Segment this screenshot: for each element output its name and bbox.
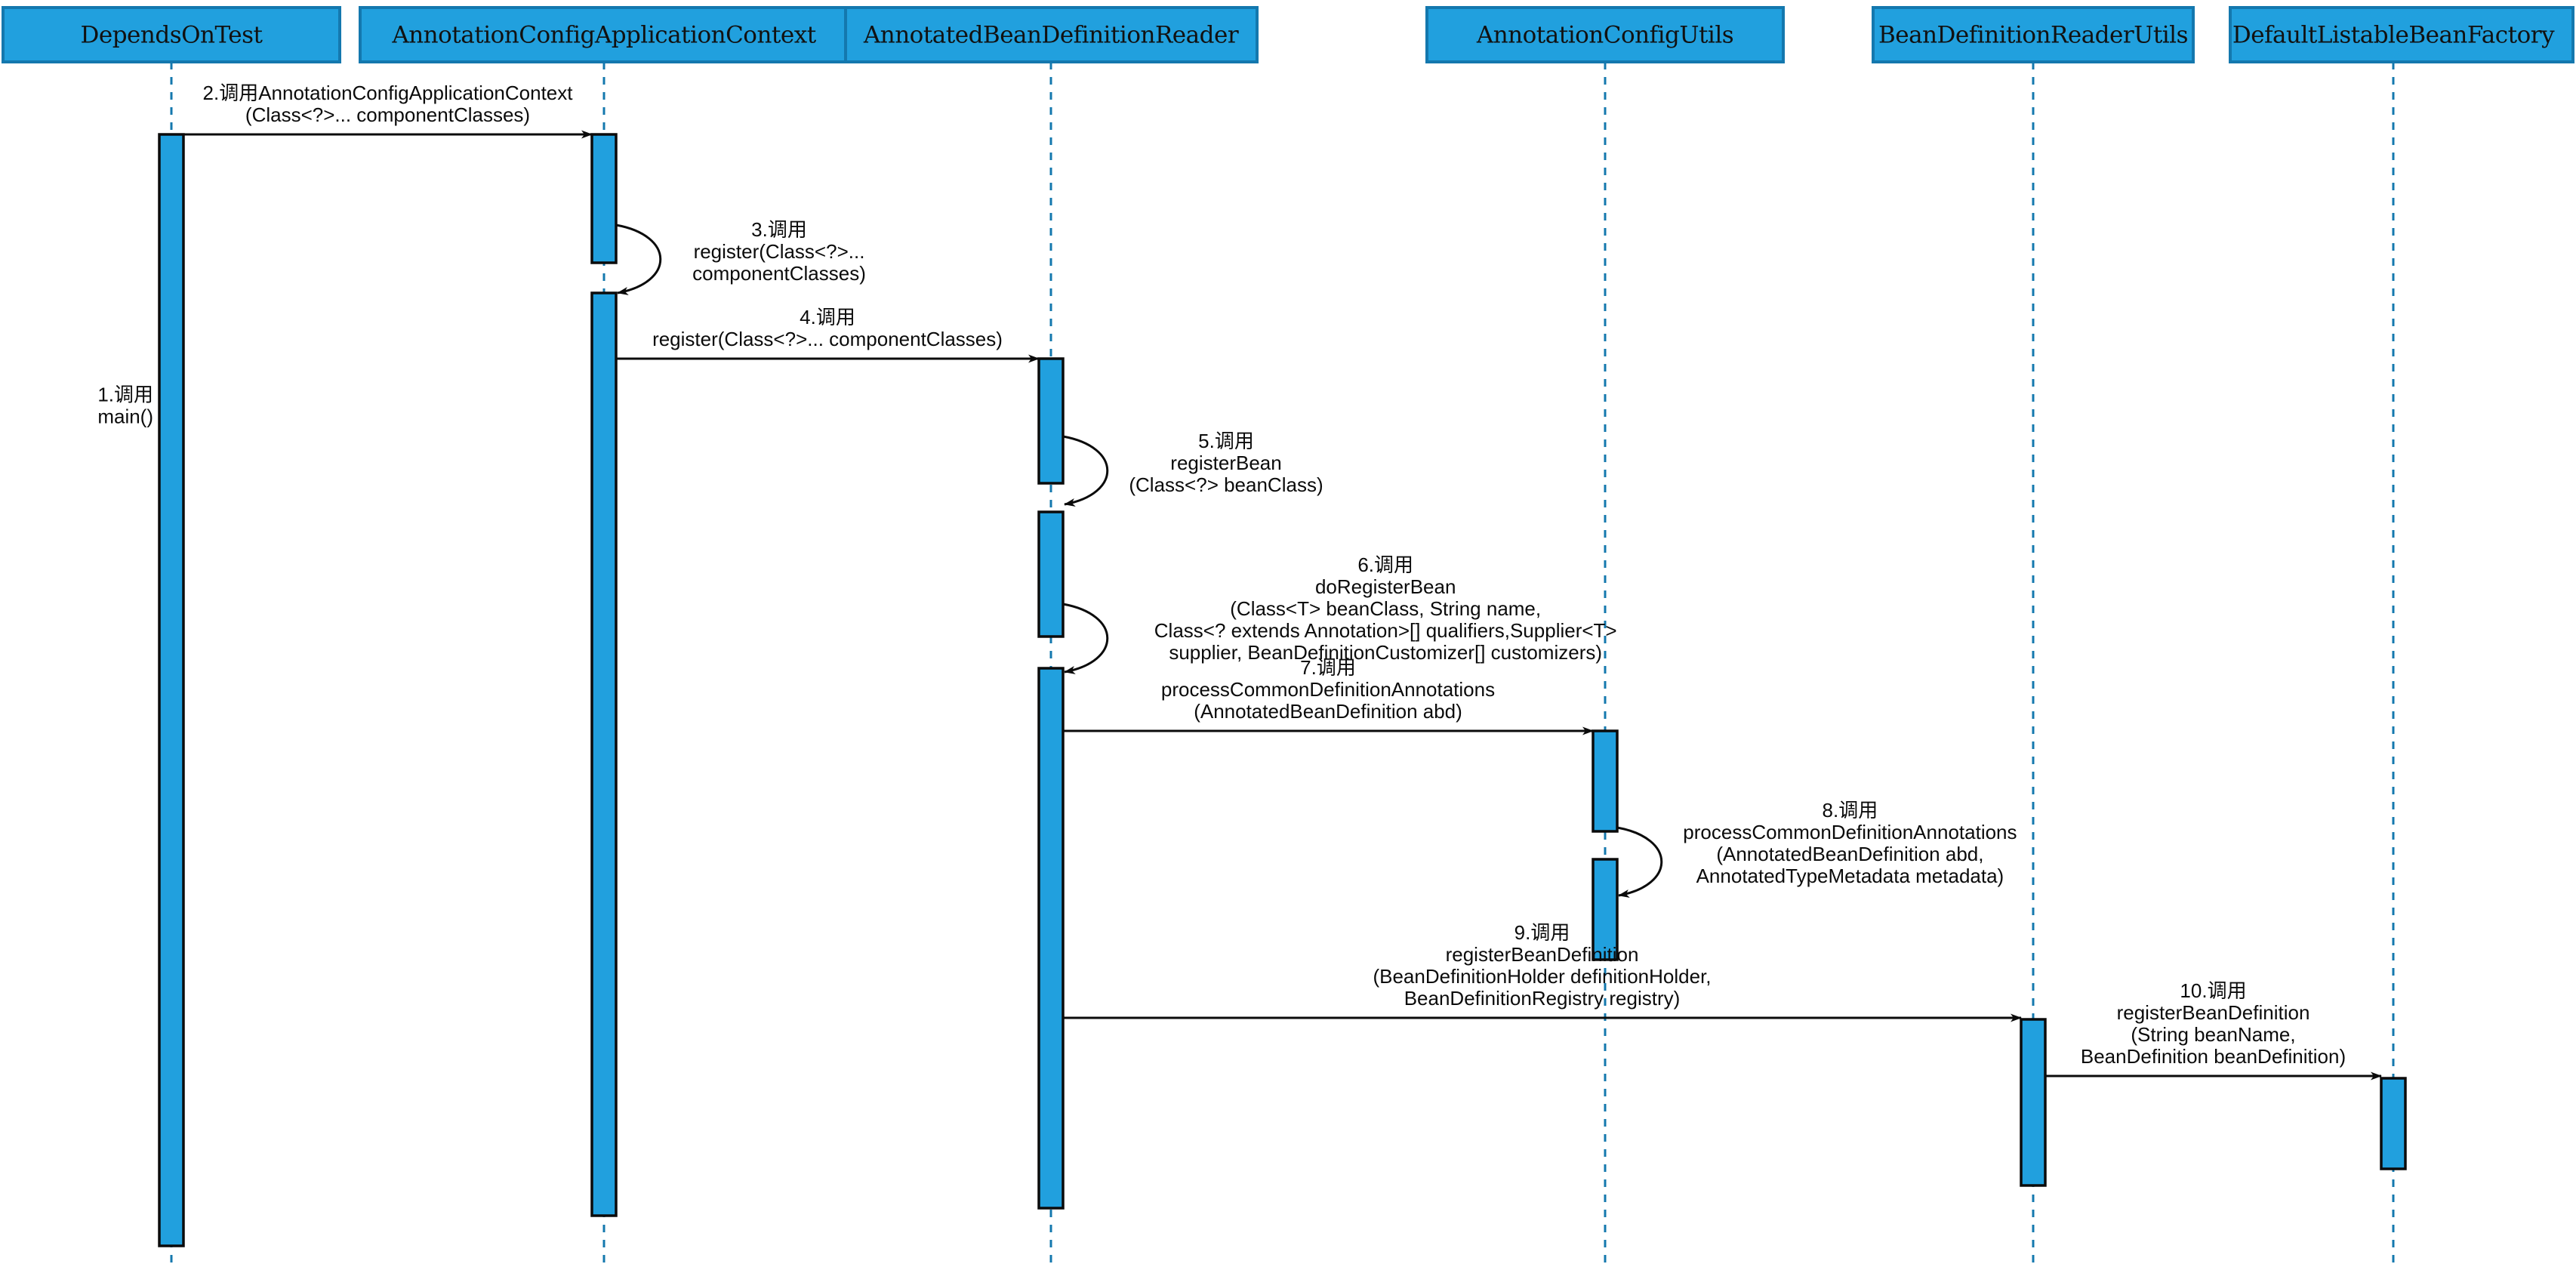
participant-label: DefaultListableBeanFactory [2232,22,2555,49]
message-label-line: (Class<T> beanClass, String name, [1230,597,1541,620]
message-label-line: 9.调用 [1514,921,1570,944]
participant-label: AnnotatedBeanDefinitionReader [863,22,1239,49]
activation-bar-DefaultListableBeanFactory [2380,1077,2407,1170]
message-label-line: registerBean [1170,452,1281,474]
participant-label: BeanDefinitionReaderUtils [1878,22,2188,49]
message-label-line: 1.调用 [97,384,153,406]
message-label-line: doRegisterBean [1315,575,1456,598]
message-label-line: Class<? extends Annotation>[] qualifiers… [1154,619,1617,642]
message-label-line: AnnotatedTypeMetadata metadata) [1696,865,2004,887]
participant-headers-group: DependsOnTest AnnotationConfigApplication… [2,6,2574,63]
participant-label: AnnotationConfigApplicationContext [391,22,816,49]
message-label-line: 3.调用 [751,218,807,241]
participant-box[interactable] [1872,6,2195,63]
participant-label: AnnotationConfigUtils [1476,22,1733,49]
activation-bar-AnnotatedBeanDefinitionReader [1037,667,1065,1210]
activation-bar-AnnotatedBeanDefinitionReader [1037,357,1065,485]
message-label-line: main() [97,405,153,428]
activation-bar-AnnotationConfigUtils [1592,729,1619,833]
participant-header-BeanDefinitionReaderUtils[interactable]: BeanDefinitionReaderUtils [1872,6,2195,63]
participant-box[interactable] [2,6,341,63]
message-label-line: 2.调用AnnotationConfigApplicationContext [203,82,574,104]
participant-header-DefaultListableBeanFactory[interactable]: DefaultListableBeanFactory [2229,6,2574,63]
activation-bars-group [158,133,2407,1247]
message-arrow-3 [615,224,662,295]
activation-bar-AnnotationConfigApplicationContext [590,133,618,264]
participant-label: DependsOnTest [81,22,263,49]
message-label-2: 2.调用AnnotationConfigApplicationContext(C… [203,82,574,126]
message-arrow-6 [1062,603,1109,674]
message-label-line: (AnnotatedBeanDefinition abd, [1716,843,1983,865]
message-label-line: (Class<?> beanClass) [1129,473,1323,496]
message-label-line: 4.调用 [800,306,855,328]
message-label-line: (AnnotatedBeanDefinition abd) [1194,700,1462,723]
message-label-line: 5.调用 [1198,430,1254,452]
message-label-line: (Class<?>... componentClasses) [245,103,530,126]
message-label-line: register(Class<?>... [694,240,865,263]
participant-header-AnnotatedBeanDefinitionReader[interactable]: AnnotatedBeanDefinitionReader [844,6,1259,63]
activation-bar-AnnotationConfigUtils [1592,858,1619,961]
participant-box[interactable] [844,6,1259,63]
message-label-line: processCommonDefinitionAnnotations [1161,678,1495,701]
message-arrow-8 [1616,826,1663,898]
message-label-line: register(Class<?>... componentClasses) [652,328,1003,350]
participant-header-AnnotationConfigUtils[interactable]: AnnotationConfigUtils [1425,6,1785,63]
message-label-line: 10.调用 [2180,979,2246,1002]
participant-header-AnnotationConfigApplicationContext[interactable]: AnnotationConfigApplicationContext [359,6,849,63]
message-label-line: 7.调用 [1300,656,1356,679]
message-label-line: BeanDefinition beanDefinition) [2081,1045,2346,1068]
activation-bar-DependsOnTest [158,133,185,1247]
activation-bar-AnnotatedBeanDefinitionReader [1037,510,1065,638]
message-label-line: supplier, BeanDefinitionCustomizer[] cus… [1169,641,1602,664]
message-arrow-5 [1062,435,1109,507]
message-label-line: registerBeanDefinition [2117,1001,2310,1024]
participant-header-DependsOnTest[interactable]: DependsOnTest [2,6,341,63]
messages-group [183,130,2382,1081]
participant-box[interactable] [2229,6,2574,63]
message-label-line: 6.调用 [1357,553,1413,576]
message-label-line: 8.调用 [1823,799,1878,822]
activation-bar-AnnotationConfigApplicationContext [590,291,618,1217]
activation-bar-BeanDefinitionReaderUtils [2020,1018,2047,1187]
message-label-line: registerBeanDefinition [1446,943,1639,966]
message-label-line: (BeanDefinitionHolder definitionHolder, [1373,965,1711,988]
message-label-line: componentClasses) [692,262,866,285]
message-label-line: processCommonDefinitionAnnotations [1683,821,2017,843]
message-label-line: BeanDefinitionRegistry registry) [1404,987,1681,1010]
participant-box[interactable] [1425,6,1785,63]
message-label-line: (String beanName, [2131,1023,2295,1046]
